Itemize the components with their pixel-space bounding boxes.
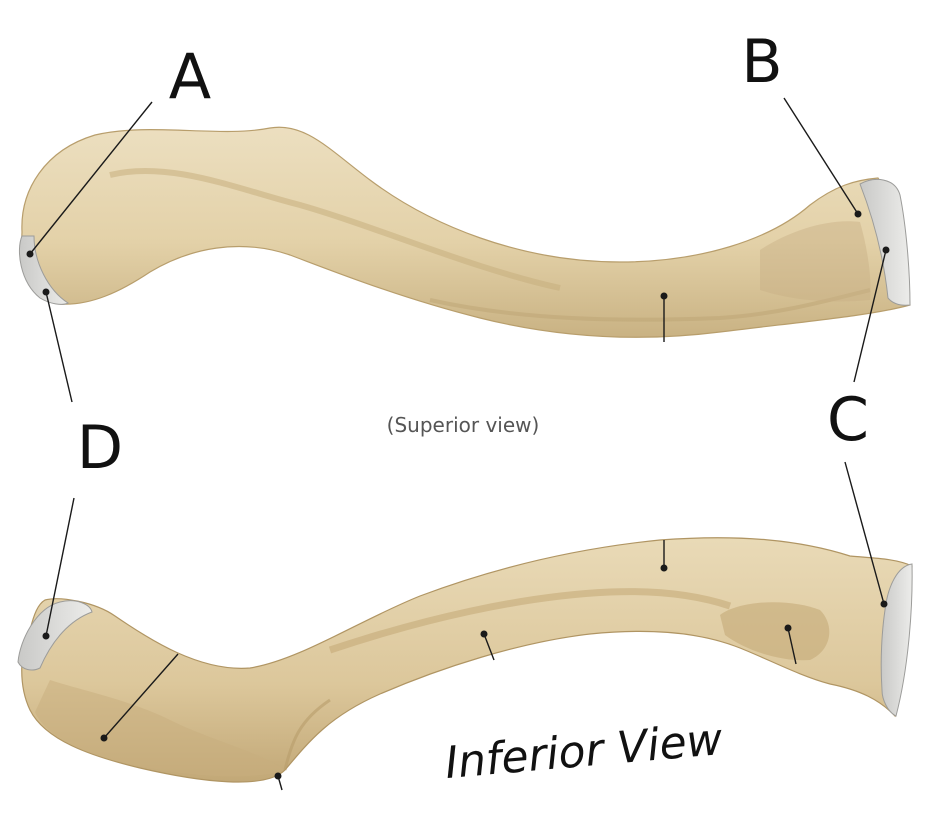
leader-line-c-lower <box>844 461 885 605</box>
leader-dot-inferior-bottom <box>274 772 282 780</box>
inferior-conoid-region <box>720 602 830 661</box>
leader-dot-b <box>854 210 862 218</box>
label-a: A <box>169 40 211 113</box>
leader-dot-d-lower <box>42 632 50 640</box>
caption-superior-view: (Superior view) <box>387 413 540 437</box>
label-b: B <box>741 27 782 97</box>
leader-line-conoid <box>787 627 797 665</box>
leader-lines <box>26 97 890 791</box>
superior-acromial-articular-surface <box>859 178 911 306</box>
clavicle-superior-view <box>19 126 911 338</box>
superior-shading-ridge <box>109 167 561 291</box>
leader-line-d-upper <box>45 291 73 403</box>
inferior-medial-shading <box>35 680 285 777</box>
leader-line-subclavian-groove <box>483 633 495 661</box>
leader-dot-subclavian-groove <box>480 630 488 638</box>
leader-dot-d-upper <box>42 288 50 296</box>
leader-line-d-lower <box>45 497 75 637</box>
clavicle-inferior-view <box>17 537 913 783</box>
leader-dot-inferior-shaft-top <box>660 564 668 572</box>
caption-inferior-view: Inferior View <box>443 714 726 789</box>
inferior-acromial-articular-surface <box>880 563 913 717</box>
leader-line-b <box>783 97 859 215</box>
label-d: D <box>77 413 123 483</box>
leader-dot-a <box>26 250 34 258</box>
inferior-costal-ridge <box>283 698 331 771</box>
leader-dot-c-upper <box>882 246 890 254</box>
leader-dot-c-lower <box>880 600 888 608</box>
label-c: C <box>827 385 869 455</box>
superior-shading-lateral <box>760 221 871 302</box>
leader-line-a <box>29 101 153 255</box>
leader-dot-conoid <box>784 624 792 632</box>
leader-dot-costal-tuberosity <box>100 734 108 742</box>
leader-dot-superior-shaft <box>660 292 668 300</box>
leader-line-c-upper <box>853 249 887 383</box>
leader-line-costal-tuberosity <box>103 653 179 739</box>
inferior-sternal-articular-surface <box>17 600 93 671</box>
superior-shading-lower <box>429 288 871 322</box>
inferior-subclavian-groove <box>328 588 732 654</box>
